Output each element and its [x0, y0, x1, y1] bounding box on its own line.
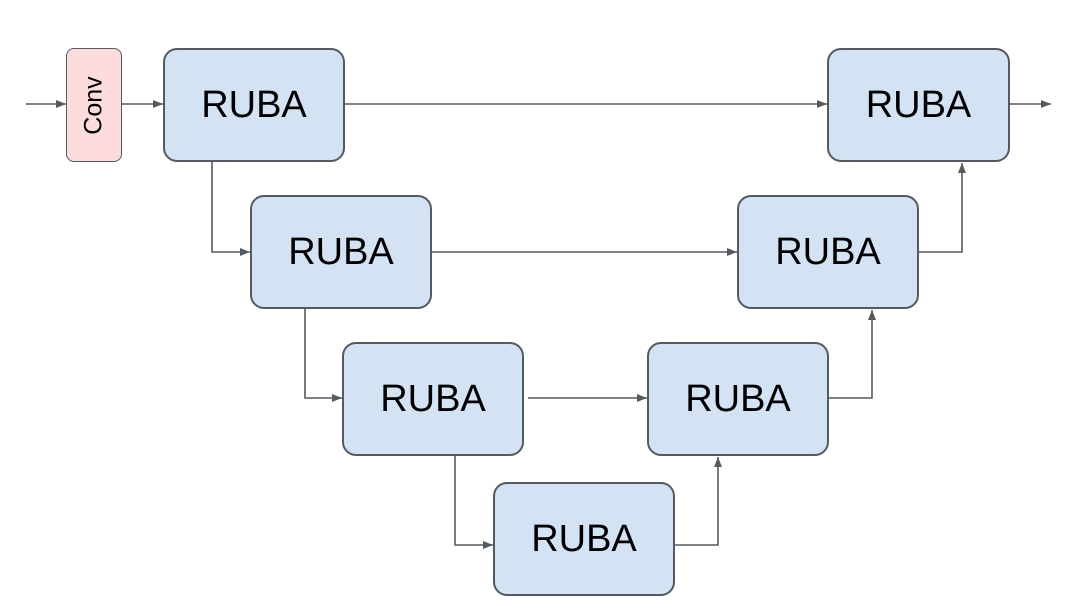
ruba-block-decoder-2: RUBA [737, 195, 919, 309]
ruba-label: RUBA [865, 84, 972, 126]
up-arrow-dec3-dec2 [829, 310, 876, 399]
ruba-label: RUBA [775, 231, 881, 273]
down-arrow-enc2-enc3 [304, 309, 342, 402]
ruba-label: RUBA [201, 84, 307, 126]
ruba-block-encoder-2: RUBA [250, 195, 432, 309]
ruba-block-bottleneck: RUBA [493, 482, 675, 596]
ruba-block-decoder-1: RUBA [827, 48, 1010, 162]
ruba-block-encoder-3: RUBA [342, 342, 524, 456]
down-arrow-enc3-bottleneck [454, 456, 493, 549]
ruba-label: RUBA [685, 378, 791, 420]
ruba-block-encoder-1: RUBA [163, 48, 345, 162]
up-arrow-dec2-dec1 [919, 163, 966, 253]
ruba-label: RUBA [380, 378, 486, 420]
ruba-label: RUBA [531, 518, 637, 560]
down-arrow-enc1-enc2 [211, 162, 250, 256]
conv-block: Conv [66, 48, 122, 162]
ruba-block-decoder-3: RUBA [647, 342, 829, 456]
conv-label: Conv [79, 75, 108, 135]
up-arrow-bottleneck-dec3 [675, 457, 722, 546]
ruba-label: RUBA [288, 231, 394, 273]
